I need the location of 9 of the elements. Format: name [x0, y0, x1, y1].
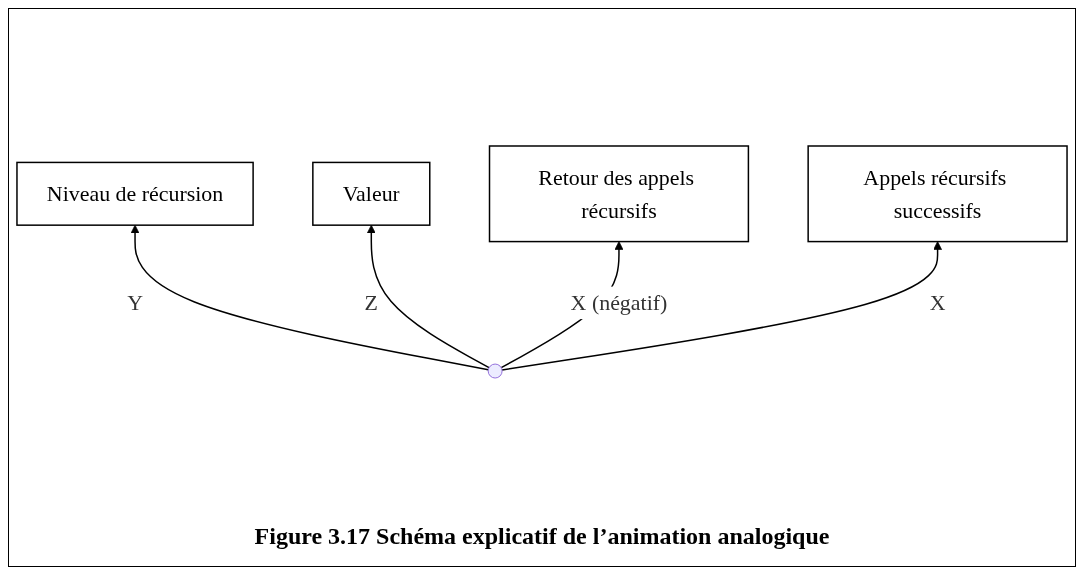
arrow: [501, 241, 942, 371]
label-box: Niveau de récursion: [16, 161, 254, 226]
figure-caption: Figure 3.17 Schéma explicatif de l’animation analogique: [254, 523, 830, 550]
arrow: [130, 224, 490, 371]
label-box: Retour des appels récursifs: [488, 145, 750, 243]
axis-label: X (négatif): [570, 286, 668, 320]
arrow: [366, 224, 490, 369]
label-box: Valeur: [312, 161, 431, 226]
label-box: Appels récursifs successifs: [807, 145, 1068, 243]
